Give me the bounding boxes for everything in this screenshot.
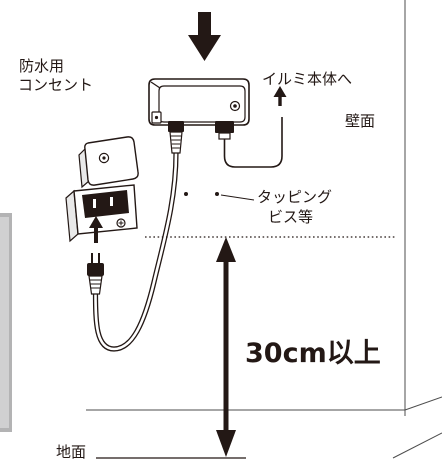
power-cable <box>92 150 179 352</box>
screw-hole-left <box>184 192 188 196</box>
to-main-unit-label: イルミ本体へ <box>262 70 352 88</box>
mount-direction-arrow-icon <box>188 12 221 61</box>
to-main-unit-arrow-icon <box>273 86 287 106</box>
screw-hole-right <box>215 192 219 196</box>
controller-side-edge <box>150 81 161 89</box>
height-arrow-bottom-head <box>216 430 236 457</box>
outlet-label-line1: 防水用 <box>19 57 64 75</box>
outlet-cover-hole-center <box>102 156 106 160</box>
outlet-label-line2: コンセント <box>18 76 93 94</box>
controller-output-connector <box>215 121 234 140</box>
plug-body <box>87 263 104 276</box>
height-requirement-label: 30cm以上 <box>245 338 381 369</box>
height-arrow-shaft <box>223 260 229 432</box>
outlet-cover <box>84 136 139 186</box>
input-connector-strain-relief <box>169 131 183 154</box>
socket-slot-left <box>93 199 96 208</box>
plug-insert-arrow-icon <box>89 216 103 243</box>
outlet-socket-recess <box>82 190 129 218</box>
screw-label-line2: ビス等 <box>268 208 313 226</box>
screw-positions <box>184 192 255 201</box>
wall-label: 壁面 <box>345 112 375 130</box>
main-unit-cable <box>223 117 283 168</box>
side-tab-inner <box>0 217 9 428</box>
controller-button-center <box>233 104 237 108</box>
wall-outline <box>86 0 442 459</box>
power-cable-core <box>94 151 178 351</box>
screw-leader-line <box>220 194 255 201</box>
mounting-screw-icon <box>154 115 159 120</box>
page-side-tab <box>0 213 12 432</box>
controller-front-panel <box>158 85 246 123</box>
socket-slot-right <box>110 197 113 206</box>
plug-strain-relief <box>88 275 103 295</box>
controller-unit <box>148 78 250 126</box>
waterproof-outlet <box>65 136 139 243</box>
floor-edge-line <box>404 396 442 411</box>
power-plug <box>87 253 104 295</box>
output-connector-boot <box>218 132 231 140</box>
input-connector-head <box>168 121 184 132</box>
output-connector-head <box>215 121 234 133</box>
controller-input-connector <box>168 121 184 154</box>
height-arrow-top-head <box>216 237 236 262</box>
ground-label: 地面 <box>56 443 86 461</box>
screw-label-line1: タッピング <box>257 188 332 206</box>
height-dimension-arrow-icon <box>216 237 236 457</box>
floor-edge-line-lower <box>392 432 442 459</box>
